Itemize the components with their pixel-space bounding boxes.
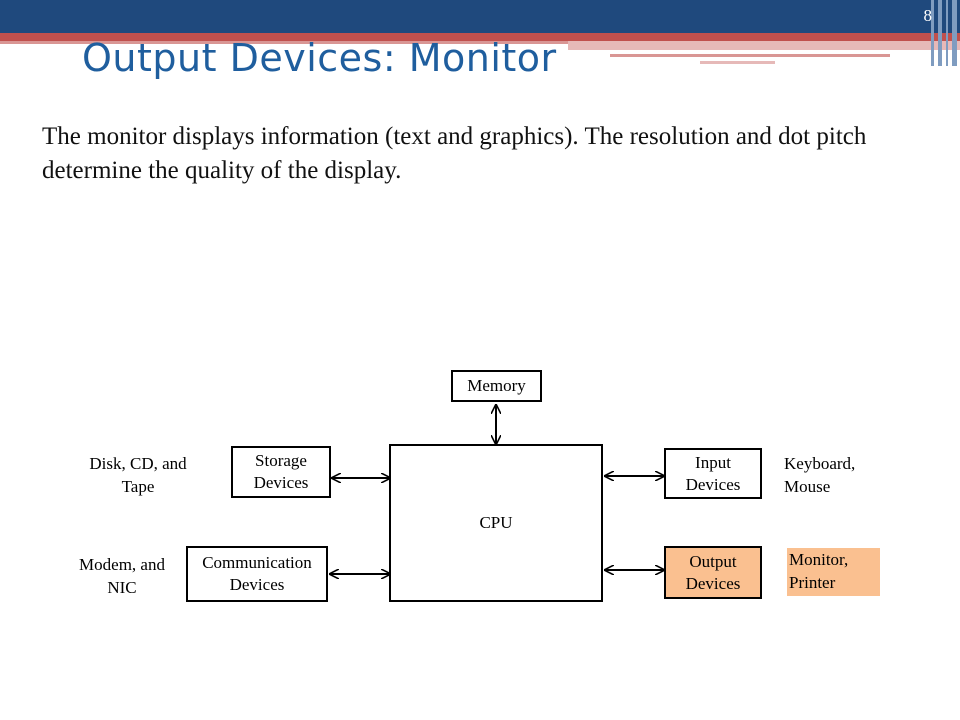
input-examples-label: Keyboard, Mouse xyxy=(784,454,856,496)
communication-devices-box: Communication Devices xyxy=(186,546,328,602)
header-accent-pink xyxy=(568,41,960,50)
header-accent-stripe xyxy=(0,33,960,41)
header-accent-line-2 xyxy=(610,54,890,57)
memory-box: Memory xyxy=(451,370,542,402)
slide-title: Output Devices: Monitor xyxy=(82,36,557,80)
slide-number: 8 xyxy=(923,6,933,25)
storage-examples-label: Disk, CD, and Tape xyxy=(89,454,187,496)
storage-devices-box: Storage Devices xyxy=(231,446,331,498)
communication-examples-label: Modem, and NIC xyxy=(79,555,165,597)
header-accent-line xyxy=(0,41,570,44)
input-devices-box: Input Devices xyxy=(664,448,762,499)
output-devices-box: Output Devices xyxy=(664,546,762,599)
header-accent-line-3 xyxy=(700,61,775,64)
slide-body-text: The monitor displays information (text a… xyxy=(42,123,867,184)
header-band xyxy=(0,0,960,33)
header-vertical-bars xyxy=(928,0,960,66)
output-examples-label: Monitor, Printer xyxy=(787,548,880,596)
cpu-box: CPU xyxy=(389,444,603,602)
